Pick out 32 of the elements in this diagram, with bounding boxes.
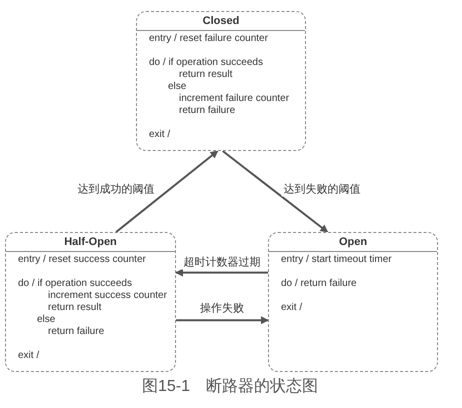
action-text: do / if operation succeeds — [18, 278, 132, 290]
action-text: return failure — [179, 105, 236, 117]
state-box — [5, 232, 176, 372]
action-text: do / if operation succeeds — [149, 57, 263, 69]
edge-label: 达到成功的阈值 — [76, 184, 156, 196]
edge-label: 超时计数器过期 — [182, 256, 262, 270]
caption: 图15-1 断路器的状态图 — [140, 377, 320, 397]
edge-label: 达到失败的阈值 — [282, 184, 362, 196]
state-name: Half-Open — [6, 233, 175, 252]
action-text: entry / reset failure counter — [149, 33, 268, 45]
action-text: else — [37, 314, 56, 326]
edge-label: 操作失败 — [198, 302, 246, 316]
action-text: else — [168, 81, 186, 93]
transition-arrow — [222, 150, 328, 233]
action-text: increment failure counter — [179, 93, 290, 105]
state-name: Closed — [137, 12, 305, 31]
action-text: do / return failure — [281, 278, 357, 290]
action-text: exit / — [18, 350, 40, 362]
transition-arrow — [175, 268, 268, 277]
action-text: increment success counter — [48, 290, 167, 302]
transition-arrow — [116, 150, 218, 233]
action-text: return failure — [48, 326, 104, 338]
action-text: exit / — [149, 129, 170, 141]
state-name: Open — [269, 233, 437, 252]
action-text: return result — [48, 302, 102, 314]
action-text: entry / reset success counter — [18, 254, 146, 266]
action-text: exit / — [281, 302, 302, 314]
action-text: entry / start timeout timer — [281, 254, 392, 266]
state-box — [268, 232, 438, 372]
action-text: return result — [179, 69, 232, 81]
transition-arrow — [176, 316, 269, 324]
state-box — [136, 11, 306, 151]
